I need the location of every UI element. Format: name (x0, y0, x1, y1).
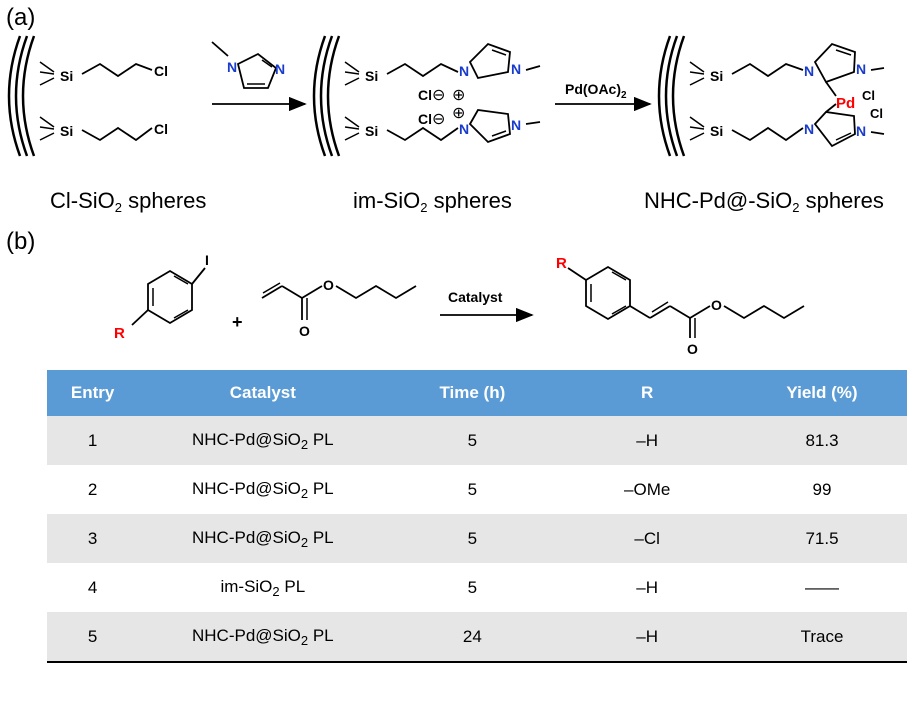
svg-text:O: O (711, 297, 722, 313)
r-cell: –OMe (557, 465, 738, 514)
palladium-atom: Pd (836, 95, 855, 112)
catalyst-label: Catalyst (448, 289, 503, 305)
table-row: 3 NHC-Pd@SiO2 PL 5 –Cl 71.5 (47, 514, 907, 563)
catalyst-cell: NHC-Pd@SiO2 PL (138, 416, 388, 465)
yield-cell: 81.3 (737, 416, 907, 465)
si-atom: Si (60, 68, 73, 84)
header-time: Time (h) (387, 370, 558, 416)
panel-a-label: (a) (6, 4, 36, 31)
yield-cell: 71.5 (737, 514, 907, 563)
caption-cl-sio2: Cl-SiO2 spheres (50, 188, 207, 215)
entry-cell: 2 (47, 465, 139, 514)
svg-text:⊕: ⊕ (452, 87, 465, 104)
r-cell: –H (557, 416, 738, 465)
r-cell: –H (557, 563, 738, 612)
cl-atom: Cl (154, 63, 168, 79)
svg-text:N: N (275, 61, 285, 77)
time-cell: 5 (387, 465, 558, 514)
catalyst-cell: im-SiO2 PL (138, 563, 388, 612)
pd-acetate-reagent: Pd(OAc)2 (565, 81, 627, 101)
r-cell: –Cl (557, 514, 738, 563)
svg-text:Si: Si (710, 68, 723, 84)
svg-text:⊖: ⊖ (432, 87, 445, 104)
svg-text:⊕: ⊕ (452, 105, 465, 122)
svg-text:N: N (804, 63, 814, 79)
time-cell: 24 (387, 612, 558, 663)
svg-text:Cl: Cl (870, 106, 883, 121)
yield-cell: Trace (737, 612, 907, 663)
butyl-acrylate: O O (261, 277, 417, 339)
lower-silane-arm: Si Cl (39, 116, 168, 142)
r-cell: –H (557, 612, 738, 663)
catalyst-cell: NHC-Pd@SiO2 PL (138, 465, 388, 514)
catalyst-cell: NHC-Pd@SiO2 PL (138, 612, 388, 663)
svg-text:N: N (511, 61, 521, 77)
caption-nhc-pd-sio2: NHC-Pd@-SiO2 spheres (644, 188, 884, 215)
results-table: Entry Catalyst Time (h) R Yield (%) 1 NH… (47, 370, 907, 663)
svg-text:N: N (459, 63, 469, 79)
yield-cell: —— (737, 563, 907, 612)
si-atom: Si (60, 123, 73, 139)
svg-text:R: R (556, 255, 567, 272)
table-header-row: Entry Catalyst Time (h) R Yield (%) (47, 370, 907, 416)
svg-text:N: N (227, 59, 237, 75)
table-row: 2 NHC-Pd@SiO2 PL 5 –OMe 99 (47, 465, 907, 514)
header-entry: Entry (47, 370, 139, 416)
header-r: R (557, 370, 738, 416)
svg-text:Si: Si (365, 123, 378, 139)
plus-sign: + (232, 312, 243, 332)
time-cell: 5 (387, 563, 558, 612)
svg-text:N: N (804, 121, 814, 137)
entry-cell: 3 (47, 514, 139, 563)
r-group-label: R (114, 325, 125, 342)
cl-atom: Cl (154, 121, 168, 137)
header-catalyst: Catalyst (138, 370, 388, 416)
upper-silane-arm: Si Cl (39, 61, 168, 86)
svg-text:Si: Si (710, 123, 723, 139)
nhc-pd-sio2-structure: Si N N Pd Cl Cl Si N N (657, 34, 885, 158)
yield-cell: 99 (737, 465, 907, 514)
svg-text:Cl: Cl (418, 87, 432, 103)
catalyst-cell: NHC-Pd@SiO2 PL (138, 514, 388, 563)
svg-text:N: N (856, 123, 866, 139)
svg-text:Si: Si (365, 68, 378, 84)
table-row: 1 NHC-Pd@SiO2 PL 5 –H 81.3 (47, 416, 907, 465)
im-sio2-structure: Si N N Cl ⊖ ⊕ Si N N Cl ⊖ ⊕ (312, 34, 541, 158)
svg-text:Cl: Cl (862, 88, 875, 103)
svg-text:Cl: Cl (418, 111, 432, 127)
svg-text:O: O (299, 323, 310, 339)
entry-cell: 1 (47, 416, 139, 465)
header-yield: Yield (%) (737, 370, 907, 416)
caption-im-sio2: im-SiO2 spheres (353, 188, 512, 215)
time-cell: 5 (387, 416, 558, 465)
table-row: 5 NHC-Pd@SiO2 PL 24 –H Trace (47, 612, 907, 663)
time-cell: 5 (387, 514, 558, 563)
aryl-iodide: I R (114, 252, 209, 342)
svg-text:N: N (511, 117, 521, 133)
svg-text:N: N (856, 61, 866, 77)
entry-cell: 5 (47, 612, 139, 663)
table-row: 4 im-SiO2 PL 5 –H —— (47, 563, 907, 612)
entry-cell: 4 (47, 563, 139, 612)
svg-text:N: N (459, 121, 469, 137)
svg-text:⊖: ⊖ (432, 111, 445, 128)
cl-sio2-structure: Si Cl Si Cl (7, 34, 168, 158)
svg-text:I: I (205, 252, 209, 268)
imidazole-reagent: N N (211, 41, 285, 89)
svg-text:O: O (687, 341, 698, 357)
cinnamate-product: R O O (556, 255, 805, 357)
panel-b-label: (b) (6, 228, 36, 255)
svg-text:O: O (323, 277, 334, 293)
